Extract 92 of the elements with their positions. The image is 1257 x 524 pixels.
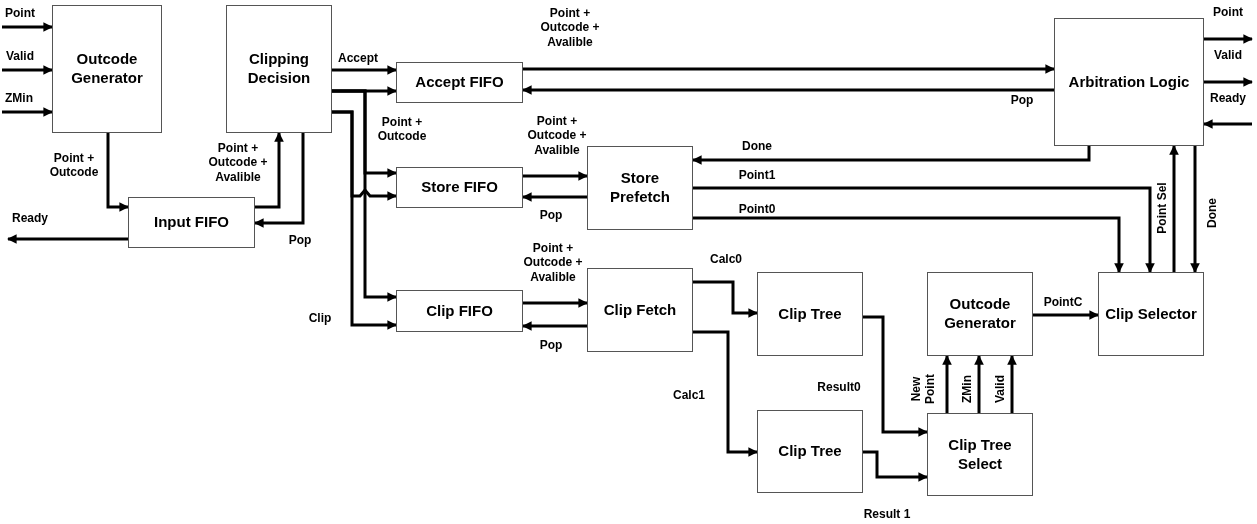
arrow: [1169, 145, 1179, 272]
arrow: [7, 234, 128, 244]
arrow: [863, 315, 928, 437]
arrow: [2, 22, 53, 32]
block-box: [226, 5, 332, 133]
signal-label: Point: [5, 5, 35, 21]
signal-label: Calc1: [673, 387, 705, 403]
block-box: [587, 268, 693, 352]
arrow: [1204, 77, 1253, 87]
signal-label: ZMin: [959, 375, 975, 403]
block-label: Clip Tree: [777, 304, 843, 324]
signal-label: Accept: [338, 50, 378, 66]
signal-label: Pop: [539, 207, 563, 223]
arrow: [863, 450, 928, 482]
arrow: [974, 355, 984, 413]
signal-label: Ready: [12, 210, 48, 226]
block-box: [757, 272, 863, 356]
signal-label: Done: [1204, 198, 1220, 228]
arrow: [693, 280, 758, 318]
arrow: [2, 65, 53, 75]
arrow: [332, 65, 397, 75]
block-label: Clip Fetch: [602, 300, 678, 320]
arrow: [522, 85, 1054, 95]
block-box: [1098, 272, 1204, 356]
block-box: [52, 5, 162, 133]
arrow: [106, 133, 129, 212]
signal-label: Pop: [288, 232, 312, 248]
signal-label: Point: [1213, 4, 1243, 20]
block-label: Store Prefetch: [609, 169, 671, 207]
block-label: Store FIFO: [420, 178, 499, 197]
arrow: [522, 321, 587, 331]
signal-label: Point + Outcode + Avalible: [522, 241, 584, 285]
arrow: [1190, 146, 1200, 273]
arrow: [1204, 34, 1253, 44]
arrow: [332, 110, 397, 330]
arrow: [254, 133, 305, 228]
block-label: Outcode Generator: [70, 50, 144, 88]
block-label: Accept FIFO: [414, 73, 505, 92]
arrow: [1007, 355, 1017, 413]
arrow: [693, 216, 1124, 273]
arrow: [522, 192, 587, 202]
signal-label: Ready: [1210, 90, 1246, 106]
block-label: Clipping Decision: [246, 50, 312, 88]
arrow: [942, 355, 952, 413]
block-label: Clip Tree: [777, 442, 843, 461]
signal-label: Point1: [738, 167, 776, 183]
arrow: [523, 171, 588, 181]
signal-label: Calc0: [710, 251, 742, 267]
signal-label: Point + Outcode: [376, 114, 428, 144]
signal-label: Valid: [992, 375, 1008, 403]
arrow: [1203, 119, 1252, 129]
signal-label: Point0: [738, 201, 776, 217]
arrow: [1033, 310, 1099, 320]
signal-label: PointC: [1043, 294, 1083, 310]
arrow: [693, 186, 1155, 273]
block-label: Clip FIFO: [425, 301, 494, 321]
block-label: Input FIFO: [153, 213, 230, 232]
signal-label: Point + Outcode + Avalible: [539, 6, 601, 50]
signal-label: Done: [742, 138, 772, 154]
block-box: [757, 410, 863, 493]
block-box: [396, 167, 523, 208]
arrow: [693, 330, 758, 457]
signal-label: Point + Outcode + Avalible: [207, 141, 269, 185]
block-label: Arbitration Logic: [1067, 72, 1191, 92]
signal-label: ZMin: [5, 90, 33, 106]
signal-label: Point Sel: [1154, 182, 1170, 234]
block-label: Clip Tree Select: [947, 435, 1013, 474]
arrow: [523, 64, 1055, 74]
block-box: [927, 413, 1033, 496]
signal-label: Valid: [6, 48, 34, 64]
block-box: [396, 62, 523, 103]
block-box: [396, 290, 523, 332]
arrow: [2, 107, 53, 117]
signal-label: Result0: [817, 379, 861, 395]
signal-label: Point + Outcode + Avalible: [526, 114, 588, 158]
arrow: [255, 132, 284, 209]
block-label: Outcode Generator: [943, 295, 1017, 333]
block-box: [587, 146, 693, 230]
block-box: [1054, 18, 1204, 146]
signal-label: New Point: [908, 373, 938, 406]
signal-label: Pop: [539, 337, 563, 353]
block-box: [128, 197, 255, 248]
signal-label: Result 1: [863, 506, 911, 522]
signal-label: Clip: [308, 310, 332, 326]
signal-label: Point + Outcode: [48, 150, 100, 180]
arrow: [523, 298, 588, 308]
arrow: [332, 89, 397, 302]
signal-label: Valid: [1214, 47, 1242, 63]
signal-label: Pop: [1010, 92, 1034, 108]
block-box: [927, 272, 1033, 356]
block-label: Clip Selector: [1104, 304, 1198, 324]
arrow: [692, 146, 1091, 165]
